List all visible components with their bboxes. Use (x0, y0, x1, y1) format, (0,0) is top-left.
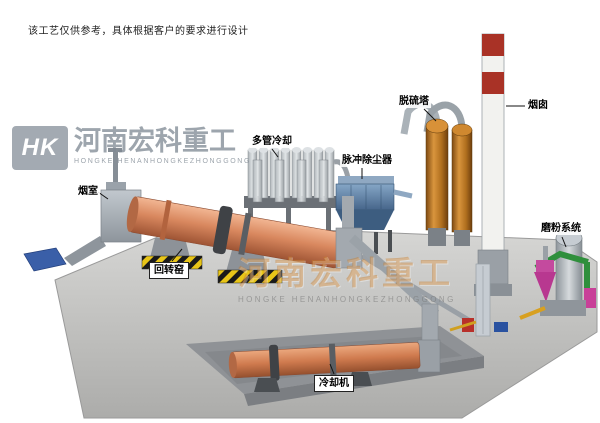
cooling-machine-leader (329, 363, 335, 375)
brand-name-cn: 河南宏科重工 (74, 126, 236, 156)
blue-unit (494, 322, 508, 332)
cyclone-cone (534, 272, 556, 302)
transfer-duct (348, 234, 440, 318)
disclaimer-text: 该工艺仅供参考，具体根据客户的要求进行设计 (28, 26, 249, 37)
label-desulfurization-tower: 脱硫塔 (397, 95, 431, 108)
label-rotary-kiln: 回转窑 (149, 262, 189, 279)
desulfurization-leader (423, 108, 437, 122)
chimney-stack (474, 33, 512, 296)
label-chimney: 烟囱 (526, 99, 550, 112)
hk-logo-icon: HK (12, 126, 68, 170)
kiln-supports (141, 238, 283, 284)
multi-tube-cooler-unit (244, 147, 351, 250)
brand-name-en: HONGKE HENANHONGKEZHONGGONG (74, 158, 251, 165)
foundation-pad (23, 247, 67, 272)
multi-tube-cooler-leader (271, 148, 279, 158)
label-grinding-system: 磨粉系统 (539, 222, 583, 235)
grinding-system-leader (561, 236, 567, 248)
desulfurization-towers (400, 100, 473, 246)
label-pulse-dust-collector: 脉冲除尘器 (340, 154, 394, 167)
girth-gear-ring (212, 205, 233, 255)
brand-watermark-left: HK 河南宏科重工 HONGKE HENANHONGKEZHONGGONG (12, 126, 251, 170)
hazard-base-2 (217, 269, 283, 284)
cooling-machine-body (228, 339, 441, 392)
label-cooling-machine: 冷却机 (314, 375, 354, 392)
label-smoke-chamber: 烟室 (76, 185, 100, 198)
rotary-kiln-body (126, 196, 344, 269)
rotary-kiln-leader (171, 248, 183, 262)
kiln-hood (335, 196, 440, 349)
label-multi-tube-cooler: 多管冷却 (250, 135, 294, 148)
